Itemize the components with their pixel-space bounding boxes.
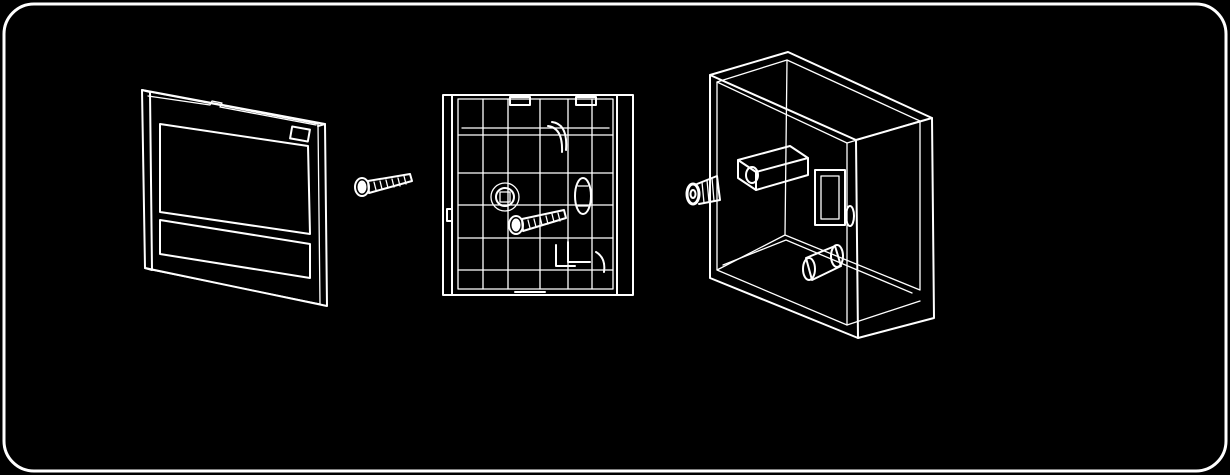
wall-panel-icon: [141, 89, 328, 307]
screw-icon: [354, 173, 413, 197]
back-box-icon: [685, 51, 935, 339]
screw-icon: [508, 209, 567, 235]
mounting-plate-icon: [442, 94, 634, 296]
